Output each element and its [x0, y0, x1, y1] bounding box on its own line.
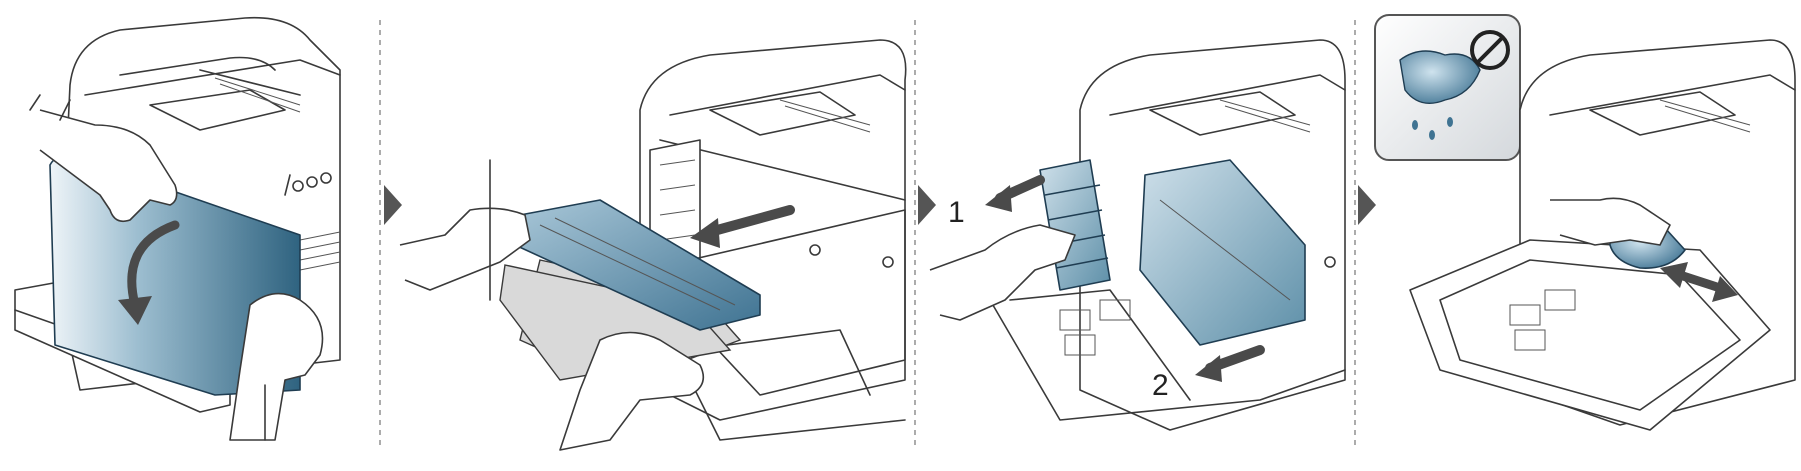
- hand: [929, 224, 1076, 321]
- step-1-open-front-cover: [14, 16, 341, 441]
- left-hand: [399, 207, 531, 291]
- left-hand: [39, 109, 178, 223]
- insert-arrow: [705, 205, 795, 237]
- control-buttons: [284, 172, 332, 196]
- step-arrow-3-icon: [1358, 185, 1376, 225]
- no-wet-cloth-icon: [1374, 14, 1521, 161]
- open-drawer: [1409, 239, 1771, 431]
- step-4-wipe-interior: [1374, 14, 1796, 431]
- contact-grid: [1509, 289, 1576, 351]
- transfer-unit: [1139, 159, 1306, 346]
- open-cover-arrow: [127, 220, 180, 310]
- right-hand: [559, 331, 705, 451]
- step-arrow-2-icon: [918, 185, 936, 225]
- step-arrow-1-icon: [384, 185, 402, 225]
- prohibited-icon: [1470, 30, 1510, 70]
- step-3-remove-waste-and-transfer: 1 2: [929, 39, 1346, 431]
- callout-2: 2: [1152, 369, 1169, 402]
- callout-1: 1: [948, 196, 965, 229]
- right-hand: [229, 292, 324, 441]
- contact-grid: [1059, 299, 1131, 356]
- wipe-arrow: [1675, 270, 1725, 293]
- step-2-remove-toner-cartridges: [399, 39, 907, 451]
- hand: [1550, 197, 1671, 246]
